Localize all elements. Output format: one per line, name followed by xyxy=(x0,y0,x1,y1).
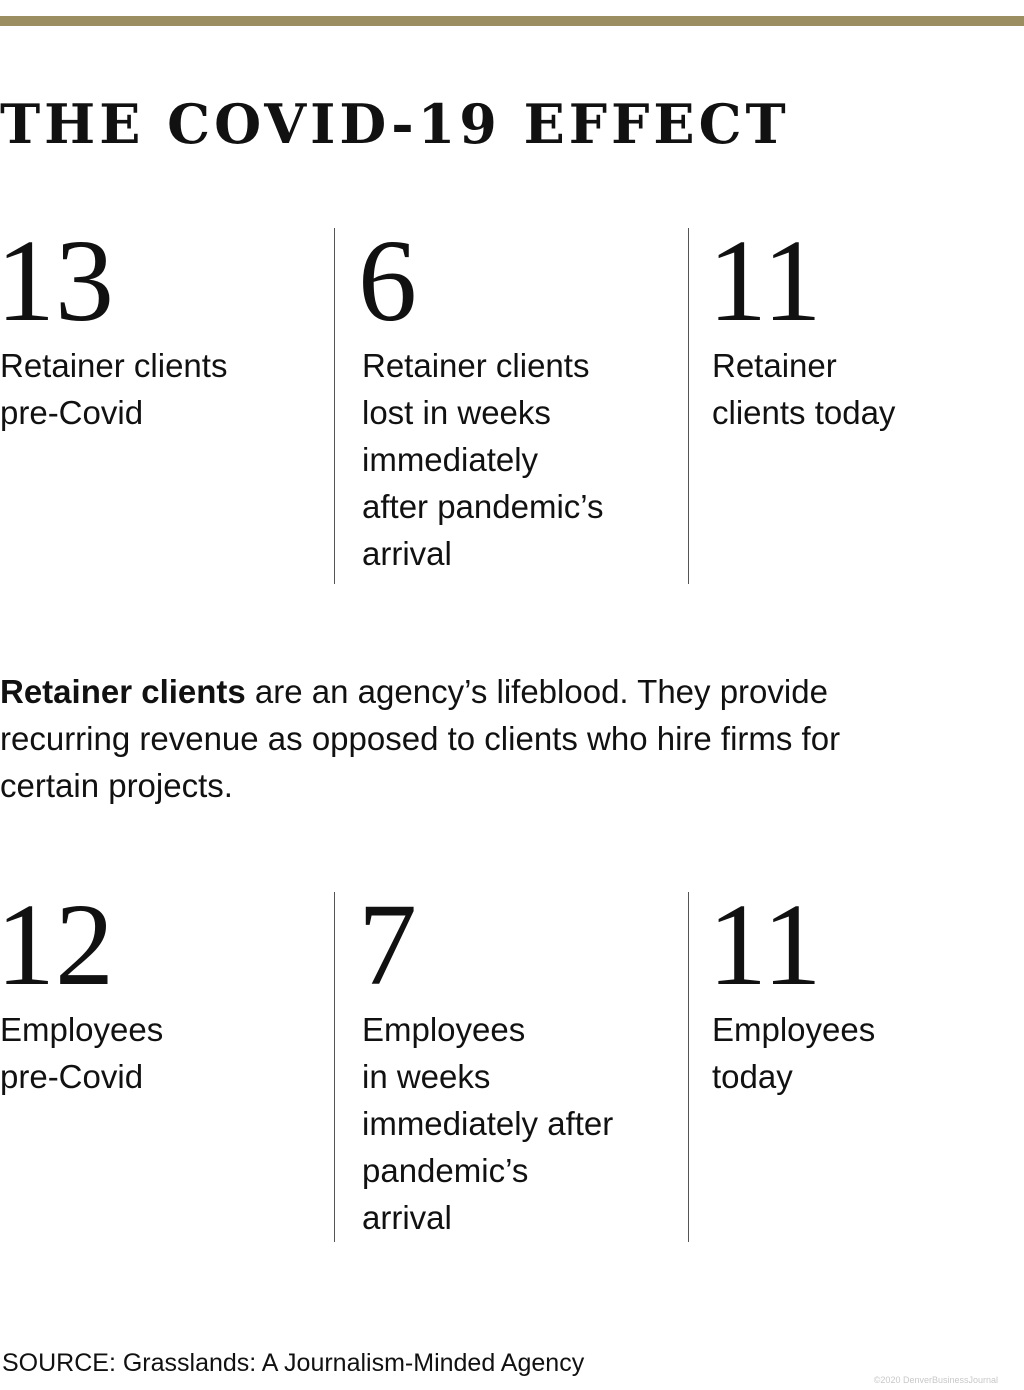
stat-label: Retainer clients today xyxy=(712,347,896,431)
clients-stats-row: 13 Retainer clients pre-Covid 6 Retainer… xyxy=(0,215,1024,584)
stat-number: 13 xyxy=(0,215,114,346)
stat-clients-pre-covid: 13 Retainer clients pre-Covid xyxy=(0,215,320,584)
page-title: THE COVID-19 EFFECT xyxy=(0,92,790,156)
stat-label: Retainer clients pre-Covid xyxy=(0,347,228,431)
copyright-credit: ©2020 DenverBusinessJournal xyxy=(873,1375,998,1385)
explanation-paragraph: Retainer clients are an agency’s lifeblo… xyxy=(0,668,940,809)
stat-number: 11 xyxy=(708,879,822,1010)
stat-label: Retainer clients lost in weeks immediate… xyxy=(362,347,604,572)
stat-employees-pre-covid: 12 Employees pre-Covid xyxy=(0,879,320,1242)
stat-clients-today: 11 Retainer clients today xyxy=(688,215,1024,584)
explanation-emphasis: Retainer clients xyxy=(0,673,246,710)
stat-employees-after-arrival: 7 Employees in weeks immediately after p… xyxy=(334,879,688,1242)
top-accent-rule xyxy=(0,16,1024,26)
stat-employees-today: 11 Employees today xyxy=(688,879,1024,1242)
stat-number: 12 xyxy=(0,879,114,1010)
stat-label: Employees pre-Covid xyxy=(0,1011,164,1095)
stat-label: Employees in weeks immediately after pan… xyxy=(362,1011,614,1236)
stat-clients-lost: 6 Retainer clients lost in weeks immedia… xyxy=(334,215,688,584)
stat-label: Employees today xyxy=(712,1011,876,1095)
explanation-text: are an agency’s lifeblood. They provide … xyxy=(0,673,841,804)
source-note: SOURCE: Grasslands: A Journalism-Minded … xyxy=(2,1349,585,1377)
stat-number: 6 xyxy=(358,215,417,346)
stat-number: 7 xyxy=(358,879,417,1010)
stat-number: 11 xyxy=(708,215,822,346)
employees-stats-row: 12 Employees pre-Covid 7 Employees in we… xyxy=(0,879,1024,1242)
